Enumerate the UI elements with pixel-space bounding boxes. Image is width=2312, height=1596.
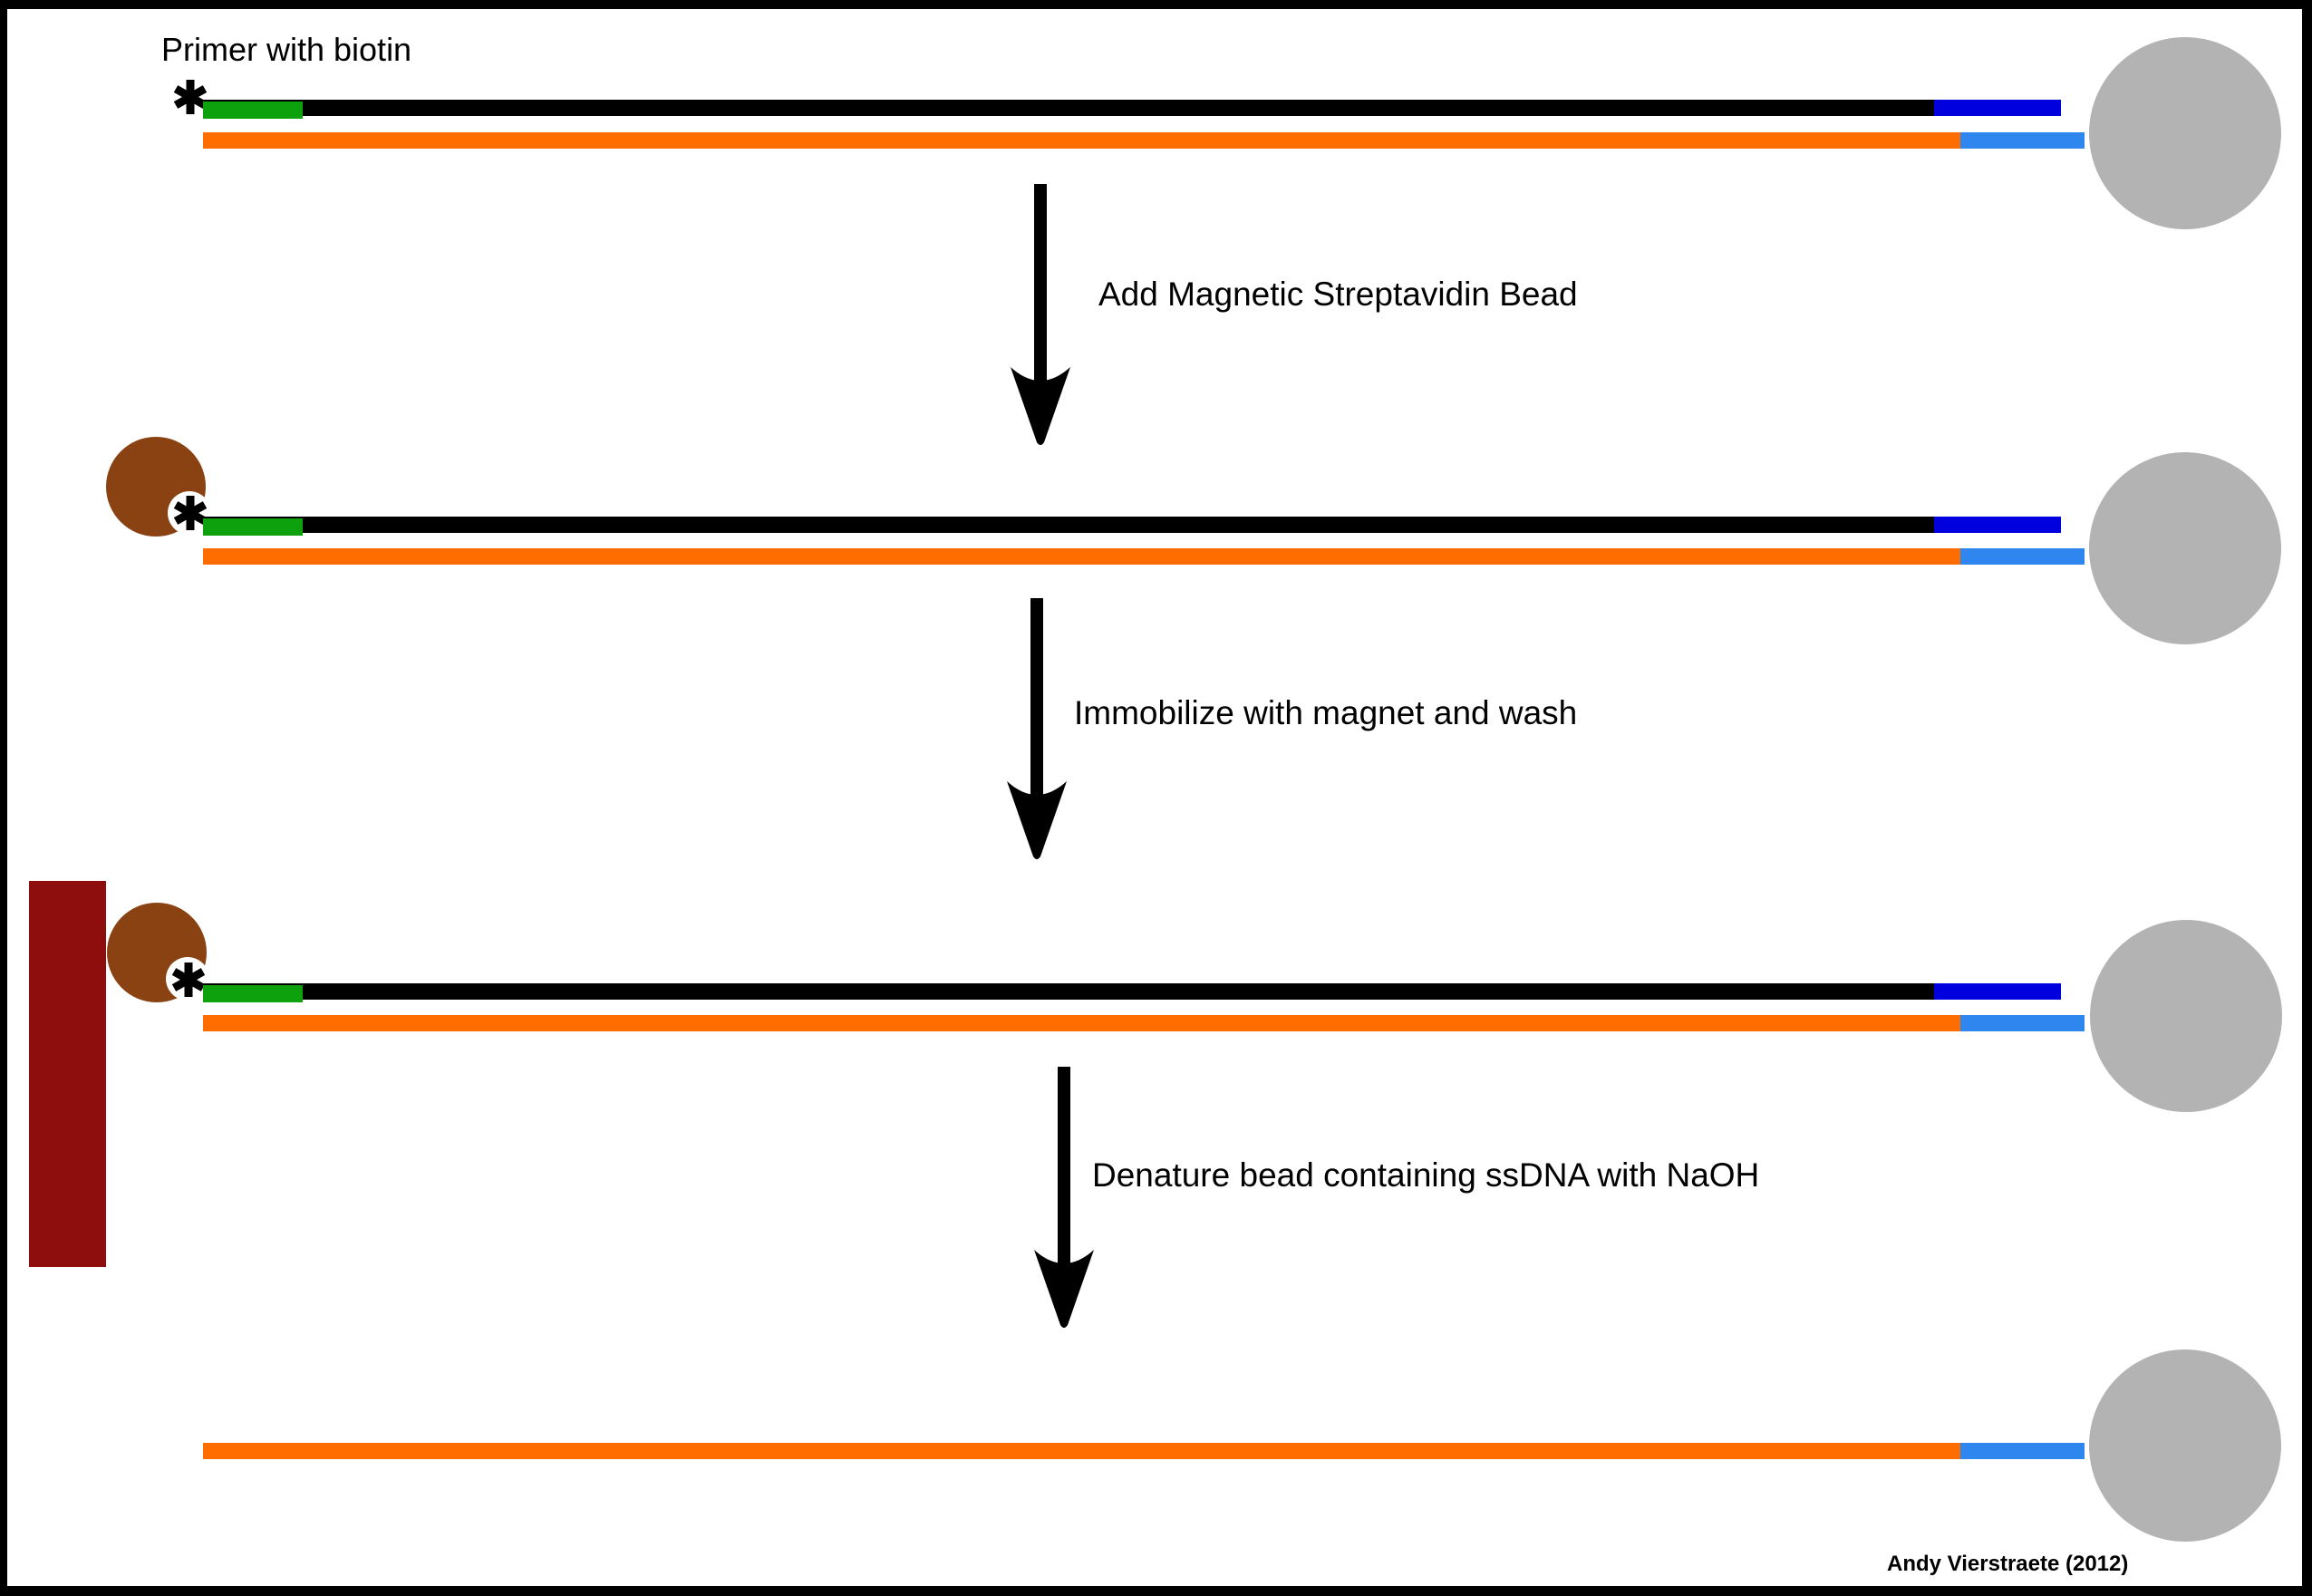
top-strand: [203, 517, 1934, 533]
top-strand-end-segment: [1934, 100, 2061, 116]
primer-segment: [203, 518, 303, 536]
biotin-asterisk-icon: [171, 962, 206, 997]
bottom-strand-end-segment: [1960, 132, 2085, 149]
gray-bead-icon: [2090, 920, 2282, 1112]
step-2-label: Immobilize with magnet and wash: [1074, 694, 1578, 731]
bottom-strand: [203, 1015, 1960, 1031]
bottom-strand-end-segment: [1960, 1015, 2085, 1031]
bottom-strand: [203, 132, 1960, 149]
step-1-label: Add Magnetic Streptavidin Bead: [1098, 276, 1578, 313]
bottom-strand: [203, 548, 1960, 565]
biotin-asterisk-icon: [173, 496, 208, 530]
top-strand: [203, 983, 1934, 1000]
top-strand: [203, 100, 1934, 116]
bottom-strand: [203, 1443, 1960, 1459]
frame-bottom: [0, 1586, 2312, 1596]
down-arrow-icon: [1034, 1067, 1094, 1328]
biotin-asterisk-icon: [173, 80, 208, 114]
down-arrow-icon: [1011, 184, 1070, 445]
gray-bead-icon: [2089, 1349, 2281, 1542]
gray-bead-icon: [2089, 452, 2281, 644]
credit-text: Andy Vierstraete (2012): [1887, 1552, 2129, 1576]
primer-segment: [203, 102, 303, 119]
magnet-icon: [29, 881, 106, 1267]
primer-segment: [203, 985, 303, 1002]
frame-left: [0, 0, 7, 1596]
gray-bead-icon: [2089, 37, 2281, 229]
bottom-strand-end-segment: [1960, 548, 2085, 565]
frame-top: [0, 0, 2312, 9]
frame-right: [2302, 0, 2312, 1596]
top-strand-end-segment: [1934, 983, 2061, 1000]
top-strand-end-segment: [1934, 517, 2061, 533]
down-arrow-icon: [1007, 598, 1067, 859]
bottom-strand-end-segment: [1960, 1443, 2085, 1459]
step-3-label: Denature bead containing ssDNA with NaOH: [1092, 1156, 1760, 1194]
primer-label: Primer with biotin: [161, 31, 412, 68]
